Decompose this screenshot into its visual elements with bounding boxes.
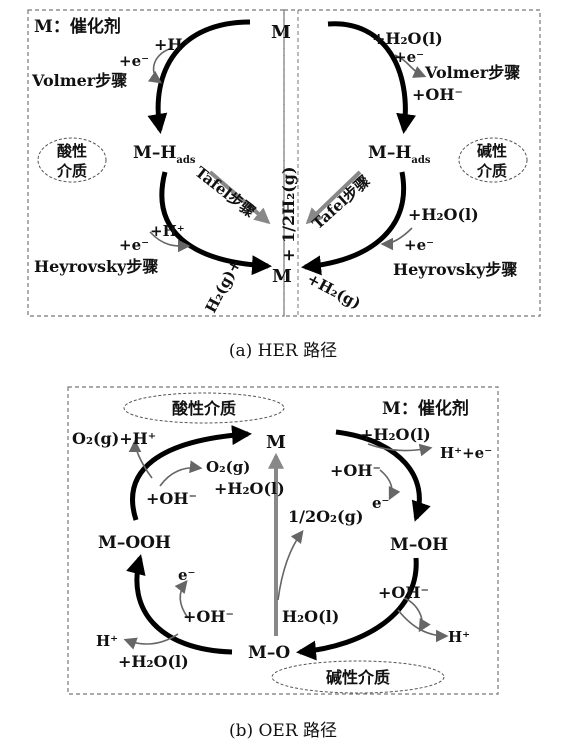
oer-o2-h-product: O₂(g)+H⁺ bbox=[72, 429, 156, 448]
her-m-bottom: M bbox=[272, 266, 292, 287]
oer-mo: M–O bbox=[248, 643, 290, 663]
oer-h2o-bottom: H₂O(l) bbox=[282, 607, 339, 626]
her-catalyst-label: M：催化剂 bbox=[34, 16, 121, 37]
oer-e-right: e⁻ bbox=[372, 494, 389, 512]
oer-h-plus-bottom-left: H⁺ bbox=[96, 632, 118, 650]
her-alk-plus-e: +e⁻ bbox=[394, 48, 424, 66]
her-alk-heyrovsky-h2o: +H₂O(l) bbox=[408, 205, 479, 224]
her-alk-oh-output-arrow bbox=[394, 54, 427, 78]
oer-plus-h2o-bottom-left: +H₂O(l) bbox=[118, 652, 189, 671]
oer-h2o-in-right-arrow bbox=[367, 443, 433, 457]
oer-h-plus-bottom-right: H⁺ bbox=[448, 628, 470, 646]
oer-mooh: M–OOH bbox=[98, 533, 171, 553]
her-caption: (a) HER 路径 bbox=[229, 341, 337, 361]
oer-m-to-moh-arrow bbox=[335, 429, 431, 522]
her-alk-medium-ellipse bbox=[458, 137, 528, 183]
oer-o2g-left: O₂(g) bbox=[206, 458, 250, 476]
her-acid-heyrovsky-h: +H⁺ bbox=[150, 222, 185, 240]
oer-panel: 酸性介质 M：催化剂 O₂(g)+H⁺ M +H₂O(l) H⁺+e⁻ O₂(g… bbox=[67, 386, 499, 741]
her-acid-medium-line1: 酸性 bbox=[57, 142, 87, 160]
her-alk-medium-line2: 介质 bbox=[476, 162, 507, 180]
oer-alk-medium-label: 碱性介质 bbox=[326, 668, 390, 687]
oer-plus-oh-bottom-left: +OH⁻ bbox=[183, 607, 234, 626]
her-alk-volmer-label: Volmer步骤 bbox=[424, 63, 520, 82]
her-alk-heyrovsky-arrow bbox=[301, 171, 406, 276]
oer-m-top: M bbox=[266, 432, 286, 453]
oer-moh-to-mo-arrow bbox=[296, 557, 419, 661]
her-alk-volmer-arrow bbox=[327, 21, 417, 134]
her-alk-tafel-label: Tafel步骤 bbox=[309, 172, 374, 233]
her-acid-plus-h: +H⁺ bbox=[154, 35, 191, 54]
her-acid-tafel-arrow bbox=[208, 170, 271, 225]
oer-caption: (b) OER 路径 bbox=[229, 721, 337, 741]
oer-alk-medium-ellipse bbox=[271, 660, 445, 694]
her-acid-volmer-arrow bbox=[147, 19, 251, 134]
oer-acid-medium-label: 酸性介质 bbox=[172, 399, 236, 418]
oer-plus-oh-right: +OH⁻ bbox=[330, 461, 381, 480]
her-acid-heyrovsky-input-arrow bbox=[149, 231, 191, 253]
her-alk-heyrovsky-input-arrow bbox=[380, 227, 413, 251]
her-alk-medium-line1: 碱性 bbox=[477, 142, 507, 160]
oer-half-o2-arrow bbox=[277, 529, 304, 601]
her-acid-h2-product: H₂(g)+ bbox=[202, 256, 245, 316]
her-panel: M：催化剂 M +H⁺ +e⁻ Volmer步骤 酸性 介质 M–Hads Ta… bbox=[27, 9, 541, 361]
her-left-box bbox=[27, 9, 285, 317]
her-acid-medium-ellipse bbox=[37, 137, 107, 183]
oer-plus-oh-bottom-right: +OH⁻ bbox=[378, 583, 429, 602]
oer-plus-oh-left: +OH⁻ bbox=[146, 489, 197, 508]
oer-mooh-o2-out-arrow bbox=[128, 439, 153, 479]
her-acid-heyrovsky-arrow bbox=[159, 171, 272, 276]
oer-acid-medium-ellipse bbox=[123, 392, 285, 424]
oer-moh: M–OH bbox=[390, 535, 448, 555]
her-right-box bbox=[283, 9, 541, 317]
her-m-top: M bbox=[271, 22, 291, 43]
her-alk-plus-oh: +OH⁻ bbox=[412, 85, 463, 104]
her-acid-heyrovsky-e: +e⁻ bbox=[119, 236, 149, 254]
oer-h-out-left-arrow bbox=[123, 633, 179, 650]
oer-mooh-to-m-arrow bbox=[130, 425, 252, 521]
her-alk-mh: M–Hads bbox=[368, 143, 431, 166]
oer-oh-in-bottom-right-arrow bbox=[403, 597, 431, 633]
oer-e-out-left-arrow bbox=[174, 580, 189, 619]
her-acid-medium-line2: 介质 bbox=[56, 162, 87, 180]
her-acid-plus-e: +e⁻ bbox=[119, 52, 149, 70]
oer-box bbox=[67, 386, 499, 695]
oer-e-out-right-arrow bbox=[379, 469, 401, 501]
oer-plus-h2o-right: +H₂O(l) bbox=[360, 425, 431, 444]
her-alk-heyrovsky-label: Heyrovsky步骤 bbox=[393, 260, 517, 279]
her-acid-mh: M–Hads bbox=[133, 143, 196, 166]
oer-h-plus-e-right: H⁺+e⁻ bbox=[440, 444, 492, 462]
her-alk-h2-product: +H₂(g) bbox=[304, 270, 364, 313]
oer-mo-to-mooh-arrow bbox=[126, 554, 233, 655]
oer-plus-h2o-left: +H₂O(l) bbox=[214, 479, 285, 498]
oer-e-left: e⁻ bbox=[178, 566, 195, 584]
her-acid-heyrovsky-label: Heyrovsky步骤 bbox=[34, 257, 158, 276]
oer-oh-in-left-arrow bbox=[159, 460, 203, 487]
her-alk-tafel-arrow bbox=[305, 170, 362, 225]
oer-h-out-bottom-right-arrow bbox=[397, 609, 449, 643]
her-acid-h-input-arrow bbox=[147, 47, 173, 84]
oer-half-o2-product: 1/2O₂(g) bbox=[288, 507, 363, 526]
her-acid-tafel-label: Tafel步骤 bbox=[192, 163, 259, 221]
her-alk-plus-h2o: +H₂O(l) bbox=[372, 29, 443, 48]
her-half-h2-product: + 1/2H₂(g) bbox=[279, 166, 298, 262]
her-alk-heyrovsky-e: +e⁻ bbox=[404, 236, 434, 254]
oer-catalyst-label: M：催化剂 bbox=[382, 398, 469, 419]
her-acid-volmer-label: Volmer步骤 bbox=[31, 71, 127, 90]
